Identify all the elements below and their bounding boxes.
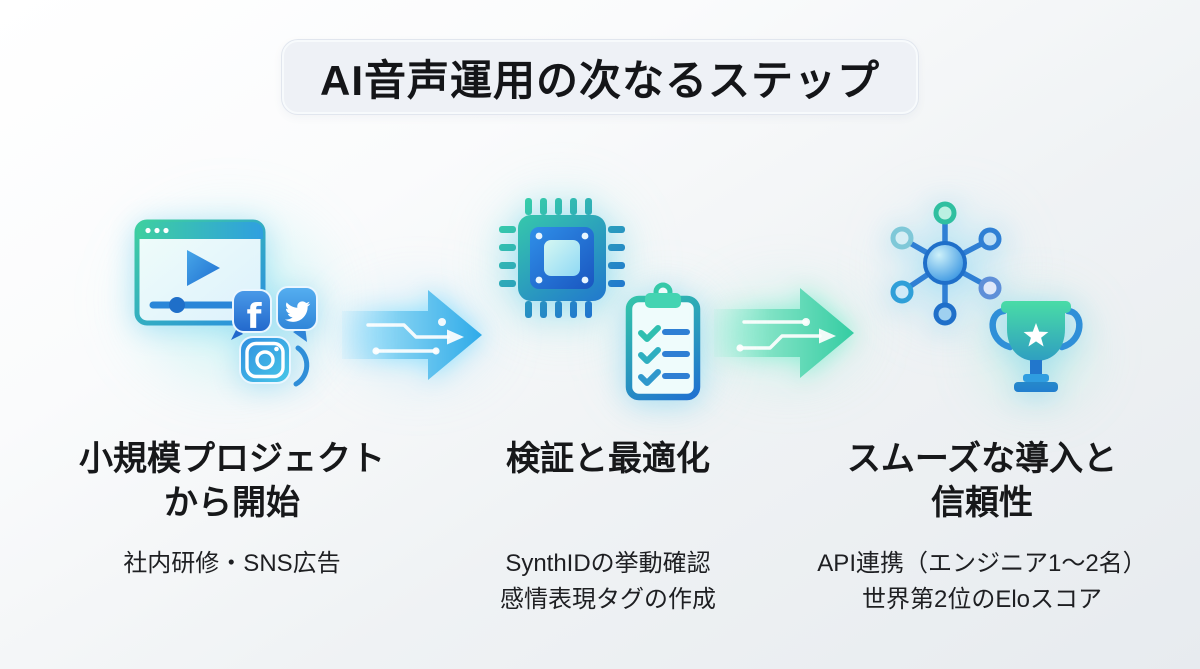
instagram-icon: [239, 336, 291, 384]
cpu-chip-icon: [499, 198, 625, 318]
step-column-3: スムーズな導入と 信頼性 API連携（エンジニア1〜2名） 世界第2位のEloス…: [782, 438, 1182, 648]
step-detail-line: 社内研修・SNS広告: [123, 550, 341, 577]
step3-heading: スムーズな導入と 信頼性: [782, 438, 1182, 525]
step2-icon-cluster: [499, 198, 701, 401]
step-detail-line: 感情表現タグの作成: [500, 586, 716, 613]
step1-icon-cluster: f: [134, 219, 318, 387]
step-detail-line: API連携（エンジニア1〜2名）: [817, 550, 1147, 577]
circuit-lines: [366, 323, 450, 353]
step-heading-line: スムーズな導入と: [846, 440, 1118, 478]
step1-heading: 小規模プロジェクト から開始: [32, 438, 432, 525]
step-column-2: 検証と最適化 SynthIDの挙動確認 感情表現タグの作成: [428, 438, 788, 648]
step2-details: SynthIDの挙動確認 感情表現タグの作成: [428, 546, 788, 618]
facebook-icon: f: [231, 289, 272, 340]
video-player-icon: [134, 219, 266, 326]
checklist-icon: [625, 282, 701, 401]
speech-tail-icon: [293, 345, 310, 387]
step-heading-line: 小規模プロジェクト: [79, 440, 385, 478]
svg-text:f: f: [247, 297, 263, 337]
step3-icon-cluster: [890, 201, 1083, 392]
circuit-lines: [738, 320, 822, 350]
star-icon: [1023, 323, 1049, 347]
step2-heading: 検証と最適化: [428, 438, 788, 482]
flow-arrow-icon: [714, 288, 854, 378]
twitter-icon: [276, 286, 318, 342]
flow-arrow-icon: [342, 290, 482, 380]
network-hub-icon: [890, 201, 1002, 326]
step-heading-line: から開始: [164, 483, 300, 522]
page-title: AI音声運用の次なるステップ: [319, 56, 881, 104]
step-detail-line: 世界第2位のEloスコア: [861, 586, 1103, 613]
step-column-1: 小規模プロジェクト から開始 社内研修・SNS広告: [32, 438, 432, 648]
step3-details: API連携（エンジニア1〜2名） 世界第2位のEloスコア: [782, 546, 1182, 618]
step1-details: 社内研修・SNS広告: [32, 546, 432, 582]
step-heading-line: 検証と最適化: [506, 440, 710, 478]
step-detail-line: SynthIDの挙動確認: [505, 550, 711, 577]
trophy-icon: [989, 301, 1083, 392]
page-title-box: AI音声運用の次なるステップ: [281, 40, 919, 114]
step-heading-line: 信頼性: [931, 483, 1033, 522]
